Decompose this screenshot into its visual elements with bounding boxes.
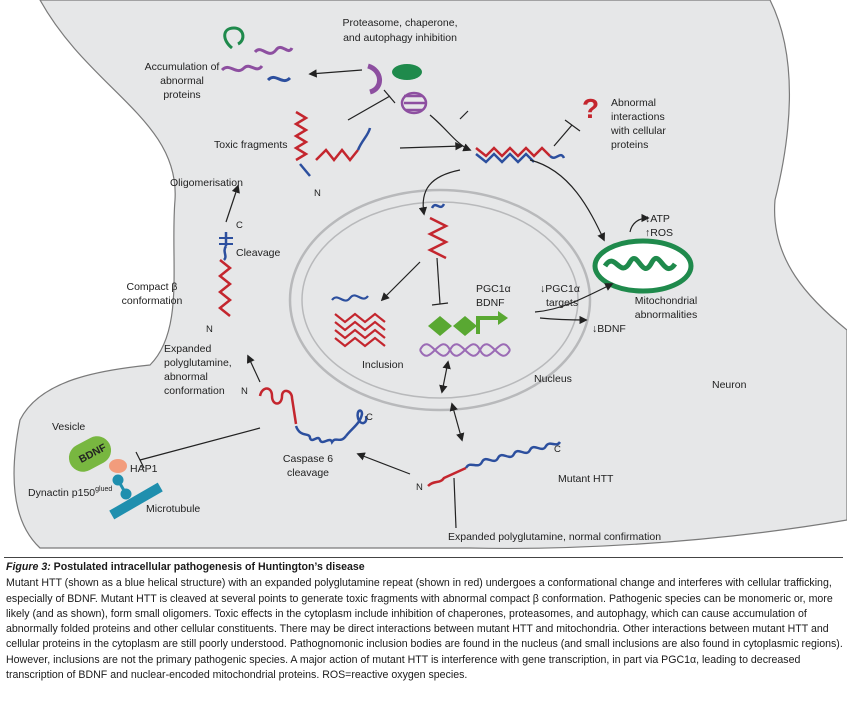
toxic-fragments: [293, 110, 372, 177]
nuclear-fragment: [427, 216, 449, 260]
label-mutant-htt: Mutant HTT: [558, 473, 614, 485]
abnormal-conformation: [258, 387, 368, 445]
autophagy-barrel: [400, 91, 428, 115]
bdnf-vesicle: [68, 436, 112, 472]
label-bdnf-gene: BDNF: [476, 297, 505, 309]
terminal-n: N: [416, 482, 423, 493]
label-expanded-4: conformation: [164, 385, 225, 397]
label-proteasome-2: and autophagy inhibition: [343, 32, 457, 44]
caption-figure-label: Figure 3:: [6, 561, 51, 573]
mitochondrion: [592, 238, 694, 294]
caption-title: Figure 3: Postulated intracellular patho…: [6, 560, 844, 575]
label-accumulation-2: abnormal: [160, 75, 204, 87]
label-inclusion: Inclusion: [362, 359, 404, 371]
svg-text:Proteasome, chaperone,and auto: Proteasome, chaperone, and autophagy inhi…: [343, 17, 458, 44]
terminal-c: C: [236, 220, 243, 231]
label-expanded-3: abnormal: [164, 371, 208, 383]
label-abnormal-3: with cellular: [610, 125, 666, 137]
label-dynactin-sup: glued: [95, 486, 112, 493]
label-mito-1: Mitochondrial: [635, 295, 697, 307]
label-caspase-1: Caspase 6: [283, 453, 333, 465]
label-pgc1a-targets-2: targets: [546, 297, 578, 309]
label-accumulation-3: proteins: [163, 89, 200, 101]
label-mito-2: abnormalities: [635, 309, 697, 321]
label-expanded-1: Expanded: [164, 343, 211, 355]
label-abnormal-2: interactions: [611, 111, 665, 123]
figure-caption: Figure 3: Postulated intracellular patho…: [6, 560, 844, 683]
label-caspase-2: cleavage: [287, 467, 329, 479]
terminal-n: N: [241, 386, 248, 397]
label-compact-1: Compact β: [127, 281, 178, 293]
label-accumulation-1: Accumulation of: [145, 61, 220, 73]
transcription-start-arrowhead: [498, 311, 508, 325]
nuclear-fragment-tail: [430, 203, 446, 209]
label-nucleus: Nucleus: [534, 373, 572, 385]
pathway-arrows: [135, 69, 650, 529]
transcription-start-arrow: [476, 316, 500, 334]
label-neuron: Neuron: [712, 379, 747, 391]
label-expanded-2: polyglutamine,: [164, 357, 232, 369]
label-abnormal-4: proteins: [611, 139, 648, 151]
label-hap1: HAP1: [130, 463, 158, 475]
caption-title-text: Postulated intracellular pathogenesis of…: [50, 561, 365, 573]
mutant-htt-molecule: [427, 441, 562, 487]
chaperone-shape: [367, 63, 382, 95]
label-microtubule: Microtubule: [146, 503, 200, 515]
label-compact-2: conformation: [122, 295, 183, 307]
label-pgc1a-targets-1: ↓PGC1α: [540, 283, 580, 295]
hap1-shape: [109, 459, 127, 473]
expanded-oligomer: [217, 232, 233, 317]
label-proteasome-1: Proteasome, chaperone,: [343, 17, 458, 29]
microtubule-shape: [109, 482, 163, 520]
accumulated-proteins: [220, 26, 294, 83]
label-pgc1a: PGC1α: [476, 283, 511, 295]
interacting-fragment: [475, 146, 566, 164]
transcription-factor-diamond: [428, 316, 452, 336]
terminal-n: N: [314, 188, 321, 199]
terminal-c: C: [366, 412, 373, 423]
label-oligomerisation: Oligomerisation: [170, 177, 243, 189]
inclusion: [331, 294, 386, 348]
label-toxic-fragments: Toxic fragments: [214, 139, 288, 151]
terminal-n: N: [206, 324, 213, 335]
label-cleavage: Cleavage: [236, 247, 281, 259]
dynactin-shape: [112, 474, 132, 500]
label-dynactin: Dynactin p150: [28, 487, 95, 499]
pathogenesis-diagram: ? Proteasome, chaperone, and autophagy in…: [13, 0, 847, 549]
transcription-factor-diamond: [453, 316, 477, 336]
label-bdnf-down: ↓BDNF: [592, 323, 626, 335]
caption-rule: [4, 557, 843, 558]
label-atp: ↓ATP: [645, 213, 670, 225]
label-expanded-normal: Expanded polyglutamine, normal confirmat…: [448, 531, 661, 543]
label-abnormal-1: Abnormal: [611, 97, 656, 109]
neuron-cell-body: [13, 0, 847, 549]
label-vesicle: Vesicle: [52, 421, 85, 433]
terminal-c: C: [554, 444, 561, 455]
question-mark: ?: [582, 93, 599, 124]
proteasome-shape: [392, 64, 422, 80]
svg-text:Dynactin p150glued: Dynactin p150glued: [28, 486, 112, 499]
caption-body: Mutant HTT (shown as a blue helical stru…: [6, 577, 843, 682]
label-ros: ↑ROS: [645, 227, 673, 239]
dna-helix: [419, 343, 511, 357]
